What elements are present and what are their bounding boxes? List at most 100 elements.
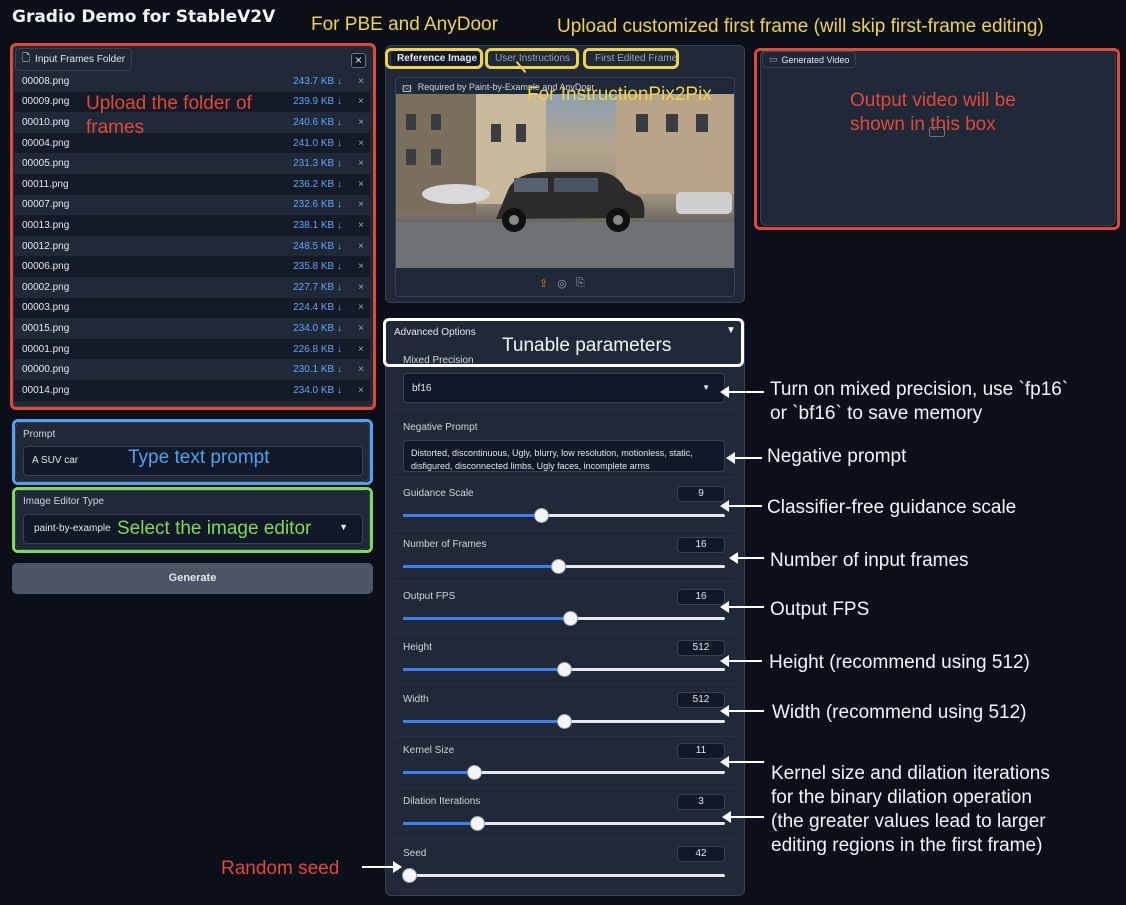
slider-number-input[interactable]: 16 — [677, 588, 725, 605]
slider-number-input[interactable]: 512 — [677, 640, 725, 657]
slider-track[interactable] — [403, 559, 725, 575]
slider-label: Kernel Size — [403, 745, 455, 756]
remove-file-icon[interactable]: × — [358, 96, 364, 108]
file-name: 00007.png — [22, 199, 70, 211]
prompt-input[interactable]: A SUV car — [23, 446, 363, 476]
file-size-download-link[interactable]: 230.1 KB ↓ — [293, 364, 342, 376]
file-size-download-link[interactable]: 227.7 KB ↓ — [293, 281, 342, 293]
annotation-box-reference-tab — [385, 48, 483, 69]
slider-handle[interactable] — [557, 662, 572, 678]
file-size-download-link[interactable]: 235.8 KB ↓ — [293, 261, 342, 273]
editor-type-select[interactable]: paint-by-example ▼ — [23, 514, 363, 544]
remove-file-icon[interactable]: × — [358, 75, 364, 87]
webcam-icon[interactable]: ◎ — [557, 278, 567, 290]
arrow-guidance — [720, 500, 762, 512]
slider-handle[interactable] — [466, 765, 482, 780]
slider-fill — [403, 771, 474, 774]
slider-number-input[interactable]: 3 — [677, 794, 725, 811]
file-size-download-link[interactable]: 226.8 KB ↓ — [293, 343, 342, 355]
slider-handle[interactable] — [563, 610, 579, 626]
file-size-download-link[interactable]: 238.1 KB ↓ — [293, 219, 342, 231]
file-size-download-link[interactable]: 240.6 KB ↓ — [293, 116, 342, 128]
clear-files-button[interactable]: × — [351, 53, 366, 68]
remove-file-icon[interactable]: × — [358, 137, 364, 149]
remove-file-icon[interactable]: × — [358, 219, 364, 231]
editor-type-panel: Image Editor Type paint-by-example ▼ — [15, 490, 370, 550]
slider-number-input[interactable]: 11 — [677, 743, 725, 759]
annotation-instructpix: For InstructionPix2Pix — [527, 84, 712, 105]
remove-file-icon[interactable]: × — [358, 240, 364, 252]
slider-handle[interactable] — [534, 508, 550, 523]
upload-icon[interactable]: ⇪ — [539, 278, 549, 290]
slider-fill — [403, 822, 478, 826]
remove-file-icon[interactable]: × — [358, 116, 364, 128]
file-name: 00001.png — [22, 343, 70, 355]
file-size-download-link[interactable]: 234.0 KB ↓ — [293, 384, 342, 396]
remove-file-icon[interactable]: × — [358, 199, 364, 211]
annotation-upload-first: Upload customized first frame (will skip… — [557, 16, 1044, 37]
file-name: 00004.png — [22, 137, 70, 149]
file-size-download-link[interactable]: 241.0 KB ↓ — [293, 137, 342, 149]
reference-image-box: 🖾 Required by Paint-by-Example and AnyDo… — [395, 77, 735, 297]
collapse-toggle-icon[interactable]: ▼ — [726, 325, 736, 336]
slider-number-input[interactable]: 16 — [677, 537, 725, 554]
file-row: 00010.png 240.6 KB ↓ × — [14, 112, 370, 133]
generate-button[interactable]: Generate — [12, 563, 373, 594]
slider-handle[interactable] — [550, 559, 566, 575]
slider-track[interactable] — [403, 508, 725, 523]
slider-label: Dilation Iterations — [403, 796, 481, 808]
file-size-download-link[interactable]: 243.7 KB ↓ — [293, 75, 342, 87]
slider-handle[interactable] — [470, 816, 486, 832]
negative-prompt-input[interactable]: Distorted, discontinuous, Ugly, blurry, … — [403, 440, 725, 472]
tab-user-instructions[interactable]: User Instructions — [495, 53, 571, 64]
slider-track[interactable] — [403, 713, 725, 729]
slider-handle[interactable] — [402, 867, 418, 883]
slider-track[interactable] — [403, 765, 725, 780]
remove-file-icon[interactable]: × — [358, 322, 364, 334]
file-name: 00011.png — [22, 178, 69, 190]
slider-track[interactable] — [402, 867, 725, 883]
slider-label: Number of Frames — [403, 539, 487, 551]
file-size-download-link[interactable]: 248.5 KB ↓ — [293, 240, 342, 252]
file-name: 00010.png — [22, 116, 70, 128]
slider-number-input[interactable]: 42 — [677, 845, 725, 862]
file-row: 00008.png 243.7 KB ↓ × — [14, 71, 370, 92]
annotation-box-video — [754, 48, 1120, 230]
annotation-box-instructions-tab — [485, 48, 579, 69]
remove-file-icon[interactable]: × — [358, 343, 364, 355]
file-size-download-link[interactable]: 234.0 KB ↓ — [293, 322, 342, 334]
remove-file-icon[interactable]: × — [358, 261, 364, 273]
file-name: 00008.png — [22, 75, 70, 87]
remove-file-icon[interactable]: × — [358, 384, 364, 396]
remove-file-icon[interactable]: × — [358, 281, 364, 293]
tab-first-edited-frame[interactable]: First Edited Frame — [595, 53, 678, 64]
image-toolbar: ⇪ ◎ ⎘ — [539, 277, 585, 290]
remove-file-icon[interactable]: × — [358, 302, 364, 314]
slider-number-input[interactable]: 512 — [677, 691, 725, 708]
file-size-download-link[interactable]: 224.4 KB ↓ — [293, 302, 342, 314]
mixed-precision-label: Mixed Precision — [403, 355, 474, 366]
slider-track[interactable] — [403, 816, 725, 832]
clipboard-icon[interactable]: ⎘ — [575, 277, 585, 289]
slider-handle[interactable] — [557, 713, 572, 729]
file-size-download-link[interactable]: 231.3 KB ↓ — [293, 158, 342, 170]
annotation-box-input-frames — [10, 43, 376, 410]
remove-file-icon[interactable]: × — [358, 364, 364, 376]
file-size-download-link[interactable]: 239.9 KB ↓ — [293, 96, 342, 108]
slider-track[interactable] — [403, 662, 725, 678]
slider-track[interactable] — [403, 610, 725, 626]
file-size-download-link[interactable]: 236.2 KB ↓ — [293, 178, 342, 190]
slider-number-input[interactable]: 9 — [677, 486, 725, 502]
arrow-mixed — [720, 386, 764, 398]
file-name: 00009.png — [22, 96, 70, 108]
annotation-fps: Output FPS — [770, 599, 870, 620]
remove-file-icon[interactable]: × — [358, 178, 364, 190]
file-size-download-link[interactable]: 232.6 KB ↓ — [293, 199, 342, 211]
annotation-guidance: Classifier-free guidance scale — [767, 497, 1017, 518]
mixed-precision-select[interactable]: bf16 ▼ — [403, 373, 725, 403]
remove-file-icon[interactable]: × — [358, 158, 364, 170]
prompt-label: Prompt — [23, 429, 56, 440]
